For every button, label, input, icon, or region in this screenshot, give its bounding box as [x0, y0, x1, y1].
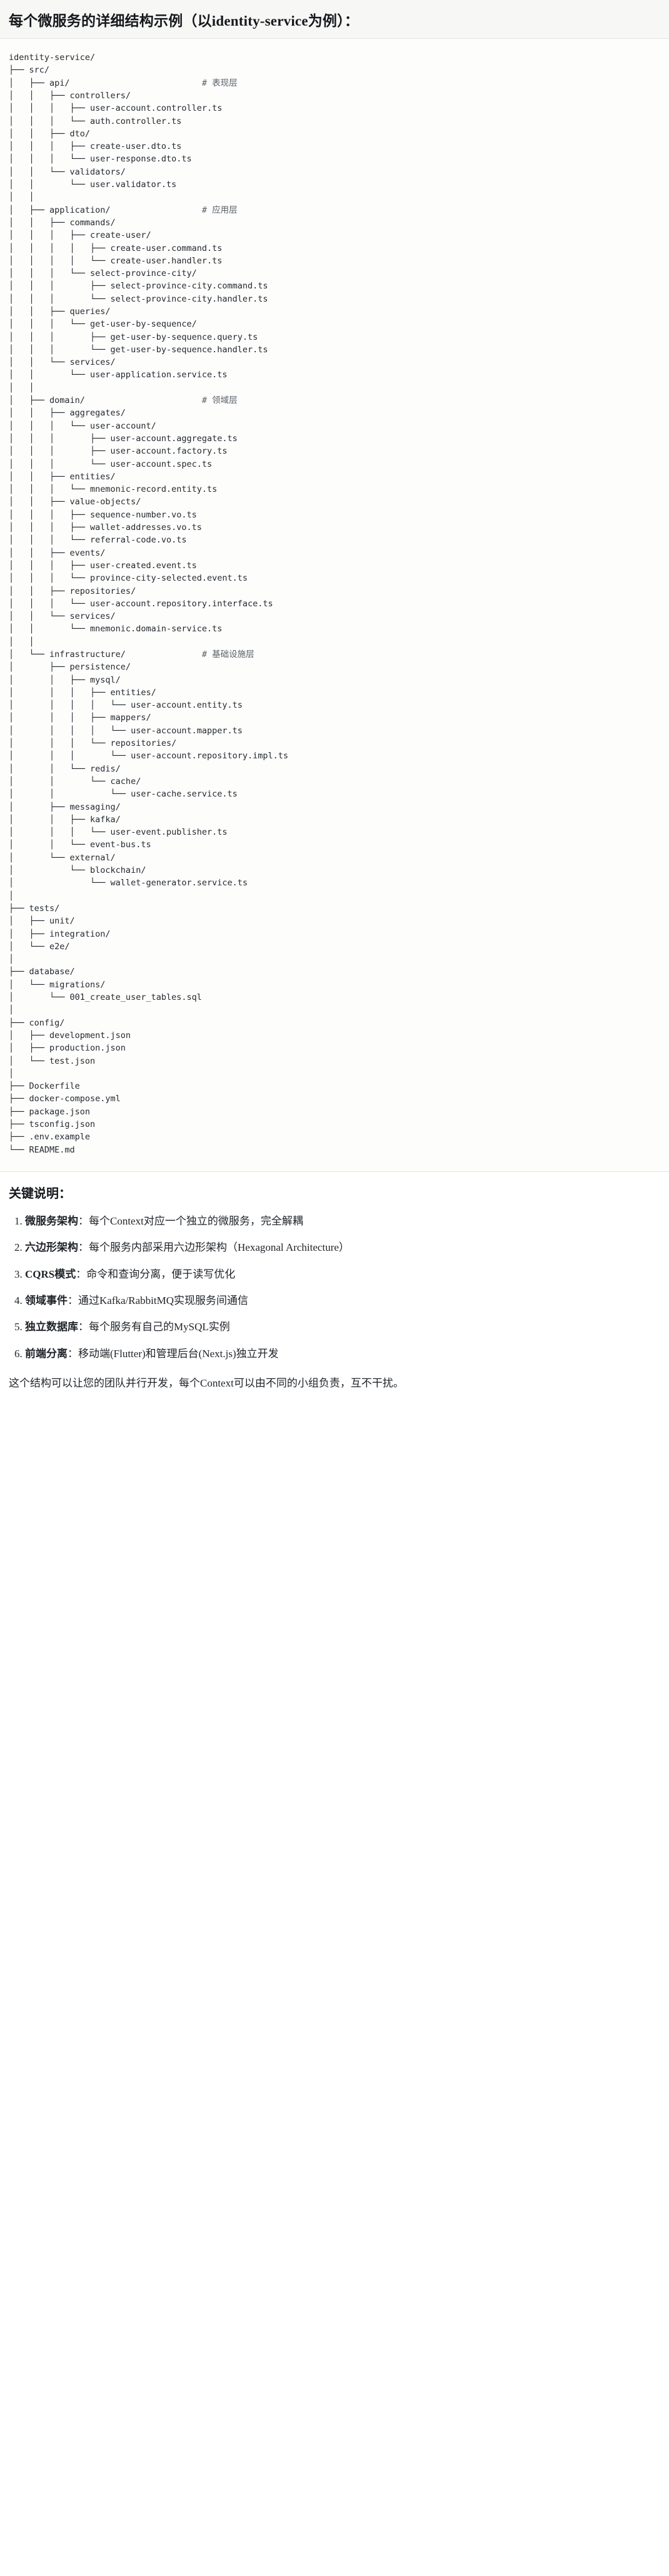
- directory-tree: identity-service/ ├── src/ │ ├── api/ # …: [9, 53, 289, 1155]
- key-note-item: 微服务架构：每个Context对应一个独立的微服务，完全解耦: [25, 1213, 660, 1229]
- tree-layer-comment: # 领域层: [201, 395, 238, 406]
- key-note-text: 每个服务有自己的MySQL实例: [89, 1321, 230, 1333]
- key-note-term: 前端分离: [25, 1347, 68, 1360]
- key-note-separator: ：: [78, 1214, 89, 1227]
- key-note-separator: ：: [76, 1268, 87, 1280]
- key-notes-title: 关键说明：: [9, 1186, 71, 1201]
- page-root: 每个微服务的详细结构示例（以identity-service为例）： ident…: [0, 0, 669, 1408]
- key-notes-block: 关键说明： 微服务架构：每个Context对应一个独立的微服务，完全解耦六边形架…: [0, 1171, 669, 1408]
- key-note-term: 领域事件: [25, 1294, 68, 1306]
- key-note-item: 六边形架构：每个服务内部采用六边形架构（Hexagonal Architectu…: [25, 1240, 660, 1256]
- tree-layer-comment: # 基础设施层: [201, 649, 254, 659]
- key-note-separator: ：: [68, 1347, 78, 1360]
- key-note-item: 前端分离：移动端(Flutter)和管理后台(Next.js)独立开发: [25, 1346, 660, 1362]
- key-note-text: 每个Context对应一个独立的微服务，完全解耦: [89, 1214, 303, 1227]
- tree-layer-comment: # 应用层: [201, 205, 238, 215]
- key-notes-list: 微服务架构：每个Context对应一个独立的微服务，完全解耦六边形架构：每个服务…: [9, 1213, 660, 1362]
- key-note-term: 六边形架构: [25, 1241, 78, 1254]
- key-note-term: CQRS模式: [25, 1268, 76, 1280]
- key-notes-footer: 这个结构可以让您的团队并行开发，每个Context可以由不同的小组负责，互不干扰…: [9, 1377, 404, 1389]
- key-note-item: CQRS模式：命令和查询分离，便于读写优化: [25, 1266, 660, 1283]
- key-note-item: 独立数据库：每个服务有自己的MySQL实例: [25, 1319, 660, 1335]
- directory-tree-block: identity-service/ ├── src/ │ ├── api/ # …: [0, 39, 669, 1172]
- key-note-term: 独立数据库: [25, 1321, 78, 1333]
- key-note-text: 通过Kafka/RabbitMQ实现服务间通信: [78, 1294, 248, 1306]
- key-note-separator: ：: [78, 1241, 89, 1254]
- key-note-term: 微服务架构: [25, 1214, 78, 1227]
- key-note-separator: ：: [78, 1321, 89, 1333]
- tree-layer-comment: # 表现层: [201, 78, 238, 88]
- key-note-text: 命令和查询分离，便于读写优化: [86, 1268, 236, 1280]
- page-title: 每个微服务的详细结构示例（以identity-service为例）：: [9, 13, 360, 29]
- heading-block: 每个微服务的详细结构示例（以identity-service为例）：: [0, 0, 669, 39]
- key-note-item: 领域事件：通过Kafka/RabbitMQ实现服务间通信: [25, 1293, 660, 1309]
- key-note-text: 移动端(Flutter)和管理后台(Next.js)独立开发: [78, 1347, 279, 1360]
- key-note-text: 每个服务内部采用六边形架构（Hexagonal Architecture）: [89, 1241, 350, 1254]
- key-note-separator: ：: [68, 1294, 78, 1306]
